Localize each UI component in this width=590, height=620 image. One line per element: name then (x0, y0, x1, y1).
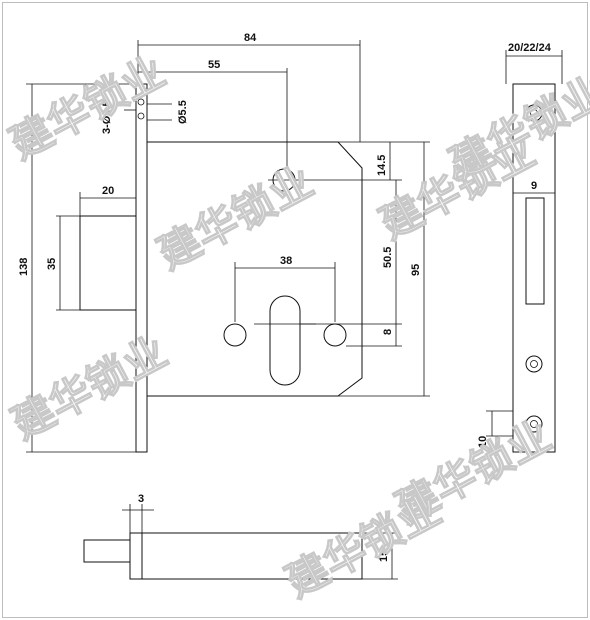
dim-35: 35 (46, 258, 58, 270)
lock-case (147, 141, 363, 397)
faceplate-hole (137, 112, 145, 120)
bolt (79, 215, 137, 311)
dimension-lines (26, 40, 430, 453)
dim-20-22-24: 20/22/24 (508, 42, 552, 54)
dim-50-5: 50.5 (382, 247, 394, 268)
dim-55: 55 (208, 59, 220, 71)
dim-hole-small: 3-Ø3.5 (101, 100, 113, 134)
dim-9: 9 (531, 180, 537, 192)
side-view (486, 50, 563, 453)
side-screw-hole-top (525, 104, 543, 122)
side-bolt-slot (525, 197, 545, 305)
dim-95: 95 (410, 264, 422, 276)
dim-38: 38 (280, 255, 292, 267)
bottom-view (83, 504, 398, 580)
cylinder-screw-hole-right (323, 323, 347, 347)
faceplate-hole (137, 98, 145, 106)
bottom-case (141, 532, 363, 580)
dim-10: 10 (477, 436, 489, 448)
watermark: 建华锁业 (278, 485, 449, 607)
watermark: 建华锁业 (4, 327, 175, 449)
keyhole (269, 295, 301, 386)
dimension-labels: 84 55 3-Ø3.5 Ø5.5 138 20 35 38 14.5 50.5… (18, 32, 552, 562)
cylinder-screw-hole-left (223, 323, 247, 347)
watermark: 建华锁业 (150, 157, 321, 279)
dim-20: 20 (102, 185, 114, 197)
dim-84: 84 (244, 32, 257, 44)
dim-3: 3 (138, 493, 144, 505)
side-screw-hole-bottom (525, 415, 543, 433)
side-faceplate (512, 83, 556, 453)
front-view (79, 83, 363, 453)
dim-15: 15 (378, 550, 390, 562)
bottom-faceplate (129, 532, 143, 580)
side-screw-hole-mid (525, 355, 543, 373)
faceplate (135, 83, 148, 453)
watermarks: 建华锁业 建华锁业 建华锁业 建华锁业 建华锁业 建华锁业 建华锁业 (1, 46, 590, 607)
dim-8: 8 (382, 329, 394, 335)
dim-14-5: 14.5 (376, 155, 388, 176)
dim-hole-diameter: Ø5.5 (177, 100, 189, 124)
dim-138: 138 (18, 258, 30, 276)
bottom-bolt (83, 539, 131, 563)
